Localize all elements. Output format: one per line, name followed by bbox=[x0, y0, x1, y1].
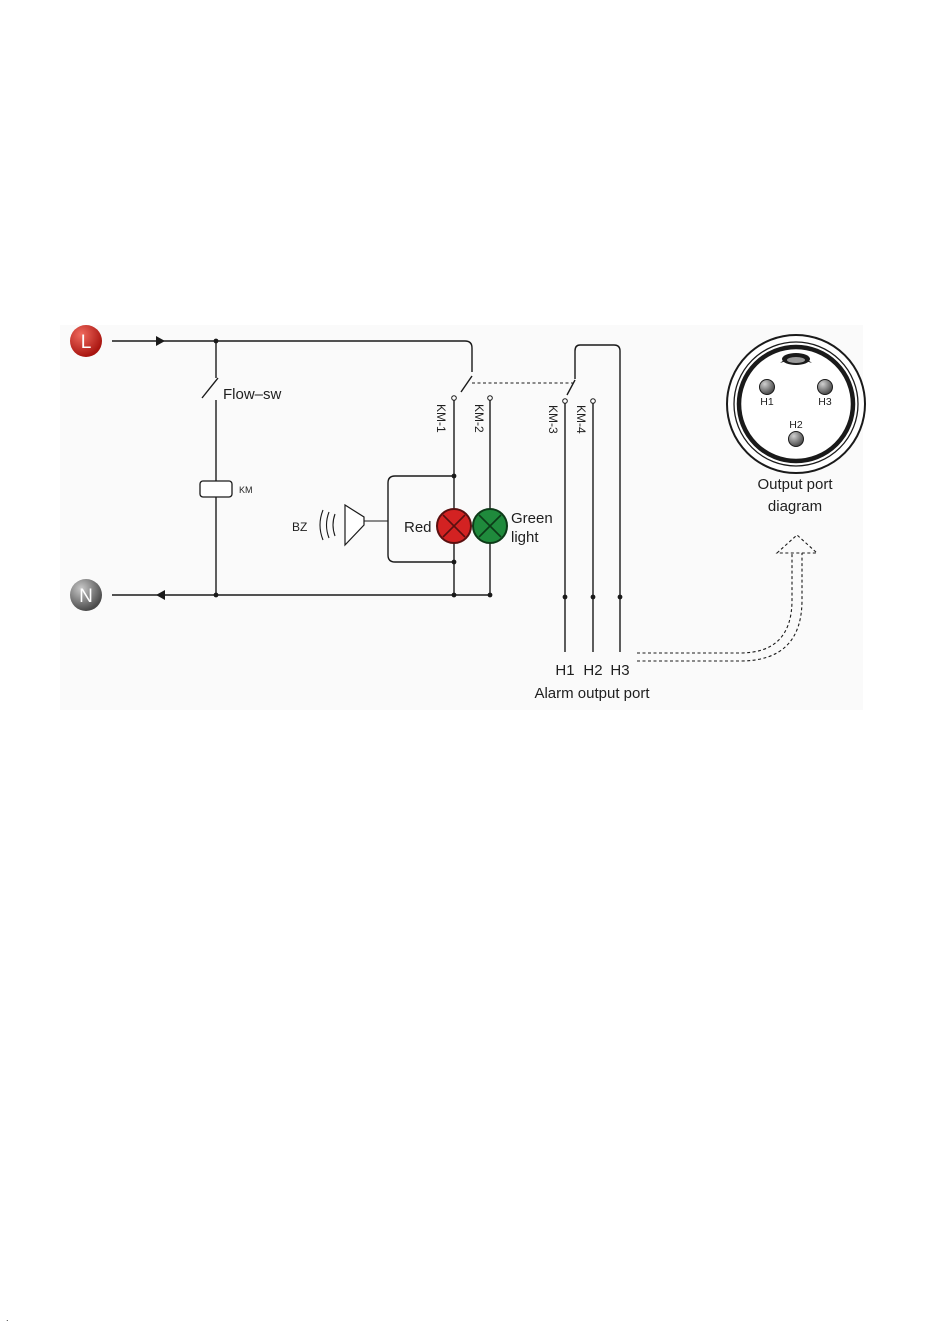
footer-fragment: . bbox=[6, 1313, 9, 1323]
km4-label: KM-4 bbox=[574, 405, 588, 434]
port-h1-label: H1 bbox=[760, 396, 774, 408]
output-port-connector bbox=[727, 335, 865, 473]
km-coil bbox=[200, 481, 232, 497]
output-port-caption-1: Output port bbox=[757, 476, 833, 493]
port-h2-label: H2 bbox=[789, 419, 803, 431]
km3-label: KM-3 bbox=[546, 405, 560, 434]
red-lamp bbox=[437, 509, 471, 543]
km3-contact bbox=[563, 399, 568, 404]
h2-terminal-label: H2 bbox=[583, 662, 602, 679]
junction-h1 bbox=[563, 595, 568, 600]
junction-n3 bbox=[488, 593, 493, 598]
junction-b1 bbox=[452, 474, 457, 479]
km1-contact bbox=[452, 396, 457, 401]
junction-h3 bbox=[618, 595, 623, 600]
km1-label: KM-1 bbox=[434, 404, 448, 433]
port-pin-h3 bbox=[818, 380, 833, 395]
h3-terminal-label: H3 bbox=[610, 662, 629, 679]
line-terminal-label: L bbox=[81, 332, 92, 353]
km2-contact bbox=[488, 396, 493, 401]
neutral-terminal: N bbox=[70, 579, 102, 611]
output-port-caption-2: diagram bbox=[768, 498, 822, 515]
junction-b2 bbox=[452, 560, 457, 565]
green-lamp bbox=[473, 509, 507, 543]
port-pin-h1 bbox=[760, 380, 775, 395]
neutral-terminal-label: N bbox=[79, 586, 93, 607]
flow-switch-label: Flow–sw bbox=[223, 386, 282, 403]
junction-h2 bbox=[591, 595, 596, 600]
km2-label: KM-2 bbox=[472, 404, 486, 433]
green-lamp-label-2: light bbox=[511, 529, 539, 546]
km-coil-label: KM bbox=[239, 485, 253, 495]
alarm-output-port-label: Alarm output port bbox=[534, 685, 650, 702]
km4-contact bbox=[591, 399, 596, 404]
red-lamp-label: Red bbox=[404, 519, 432, 536]
line-terminal: L bbox=[70, 325, 102, 357]
buzzer-label: BZ bbox=[292, 520, 307, 534]
port-pin-h2 bbox=[789, 432, 804, 447]
port-h3-label: H3 bbox=[818, 396, 832, 408]
h1-terminal-label: H1 bbox=[555, 662, 574, 679]
green-lamp-label-1: Green bbox=[511, 510, 553, 527]
